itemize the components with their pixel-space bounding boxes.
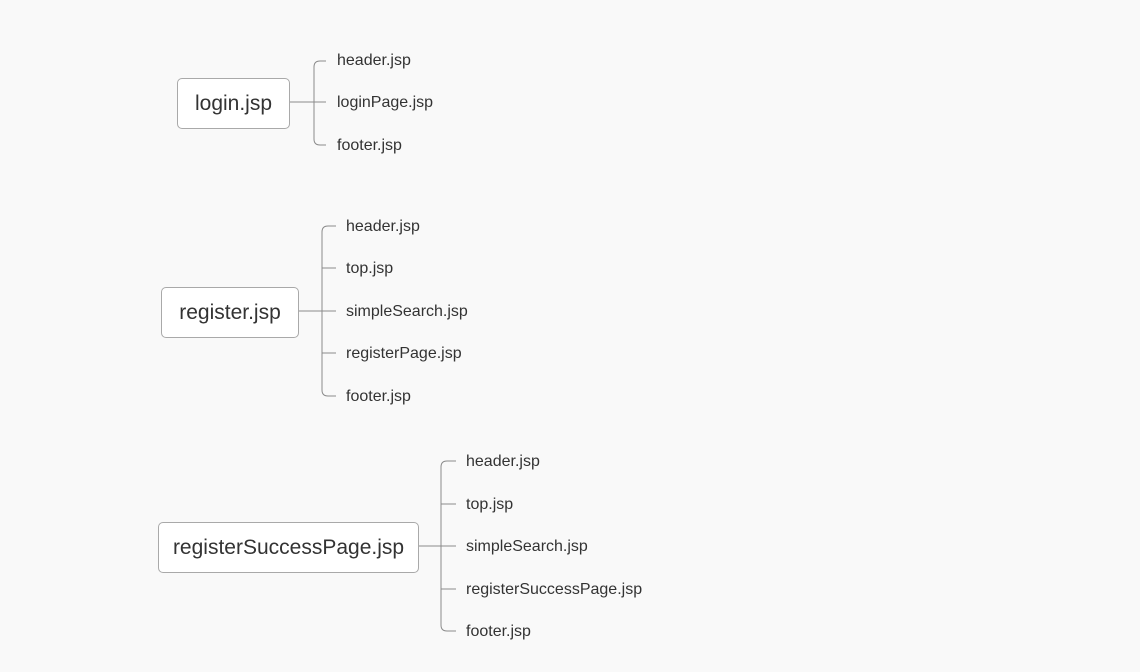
child-node-simplesearch[interactable]: simpleSearch.jsp [466,538,588,555]
root-node-login[interactable]: login.jsp [177,78,290,129]
child-node-top[interactable]: top.jsp [466,496,514,513]
child-node-registerpage[interactable]: registerPage.jsp [346,345,462,362]
root-node-label: registerSuccessPage.jsp [172,535,405,559]
child-node-registersuccesspage[interactable]: registerSuccessPage.jsp [466,581,643,598]
child-node-header[interactable]: header.jsp [466,453,540,470]
child-node-loginpage[interactable]: loginPage.jsp [337,94,434,111]
child-node-header[interactable]: header.jsp [346,218,420,235]
child-node-footer[interactable]: footer.jsp [466,623,531,640]
child-node-footer[interactable]: footer.jsp [337,137,402,154]
child-node-top[interactable]: top.jsp [346,260,394,277]
root-node-label: login.jsp [194,91,273,115]
child-node-header[interactable]: header.jsp [337,52,411,69]
child-node-footer[interactable]: footer.jsp [346,388,411,405]
child-node-simplesearch[interactable]: simpleSearch.jsp [346,303,468,320]
root-node-register[interactable]: register.jsp [161,287,299,338]
root-node-label: register.jsp [179,300,281,324]
root-node-registersuccesspage[interactable]: registerSuccessPage.jsp [158,522,419,573]
